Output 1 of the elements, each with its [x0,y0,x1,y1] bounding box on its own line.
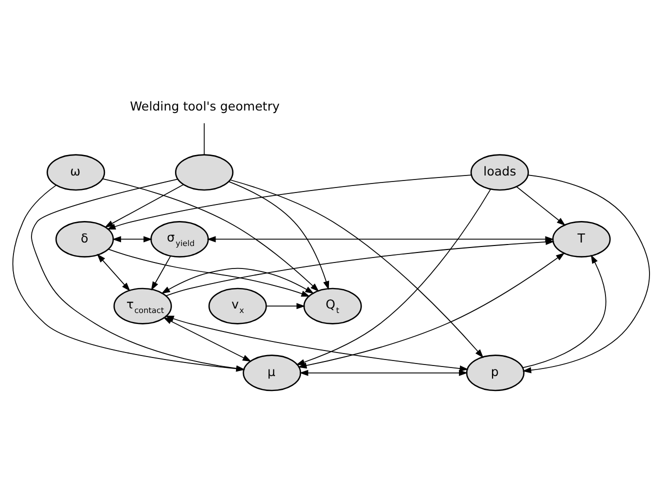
node-text: Welding tool's geometry [130,100,280,114]
